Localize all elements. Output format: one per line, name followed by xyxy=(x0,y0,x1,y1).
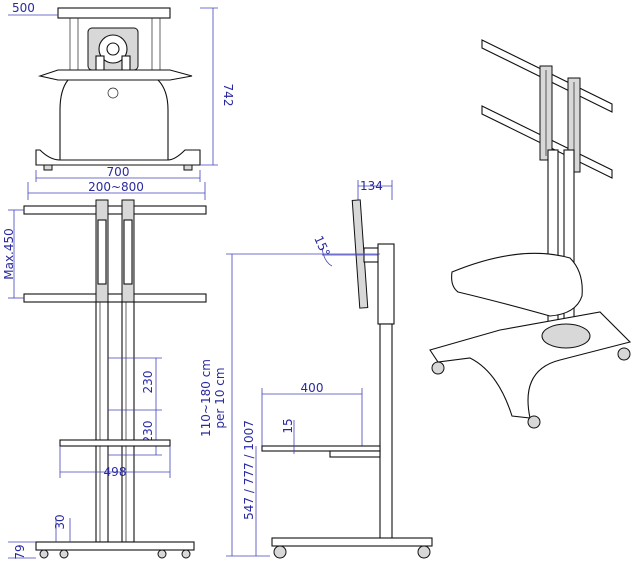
dim-column-spacing-1: 230 xyxy=(141,371,155,394)
top-view-shelf xyxy=(59,79,169,164)
iso-base xyxy=(429,311,632,419)
front-base xyxy=(35,541,195,551)
dim-top-height: 742 xyxy=(221,84,235,107)
front-column-right xyxy=(121,301,135,543)
dim-top-width: 500 xyxy=(12,1,35,15)
front-shelf xyxy=(59,439,171,447)
front-view: 200~800 Max.450 230 230 498 xyxy=(2,180,207,560)
iso-shelf xyxy=(451,252,583,317)
dim-shelf-width-front: 498 xyxy=(104,465,127,479)
side-base xyxy=(271,537,433,547)
dim-height-step: per 10 cm xyxy=(213,367,227,428)
side-column xyxy=(379,323,393,545)
top-view-top-bar xyxy=(57,7,171,19)
side-shelf xyxy=(261,445,381,452)
dim-shelf-heights: 547 / 777 / 1007 xyxy=(242,420,256,520)
dim-caster-height: 79 xyxy=(13,544,27,559)
front-lower-bar xyxy=(23,293,207,303)
front-column-left xyxy=(95,301,109,543)
dim-column-spacing-2: 230 xyxy=(141,421,155,444)
dim-height-range: 110~180 cm xyxy=(199,359,213,437)
dim-shelf-width-side: 400 xyxy=(301,381,324,395)
top-view-base xyxy=(35,149,201,166)
side-view: 134 15° 110~180 cm per 10 cm 547 / 777 /… xyxy=(199,179,433,559)
dim-bracket-tilt-depth: 134 xyxy=(360,179,383,193)
dim-base-gap: 30 xyxy=(53,514,67,529)
dim-bracket-max: Max.450 xyxy=(2,228,16,280)
isometric-view xyxy=(429,39,632,429)
front-upper-bar xyxy=(23,205,207,215)
dim-bracket-width: 200~800 xyxy=(88,180,144,194)
dim-base-width: 700 xyxy=(107,165,130,179)
top-view: 500 742 700 xyxy=(8,1,235,182)
top-view-shelf-tray xyxy=(37,69,193,81)
dim-shelf-thickness: 15 xyxy=(281,418,295,433)
